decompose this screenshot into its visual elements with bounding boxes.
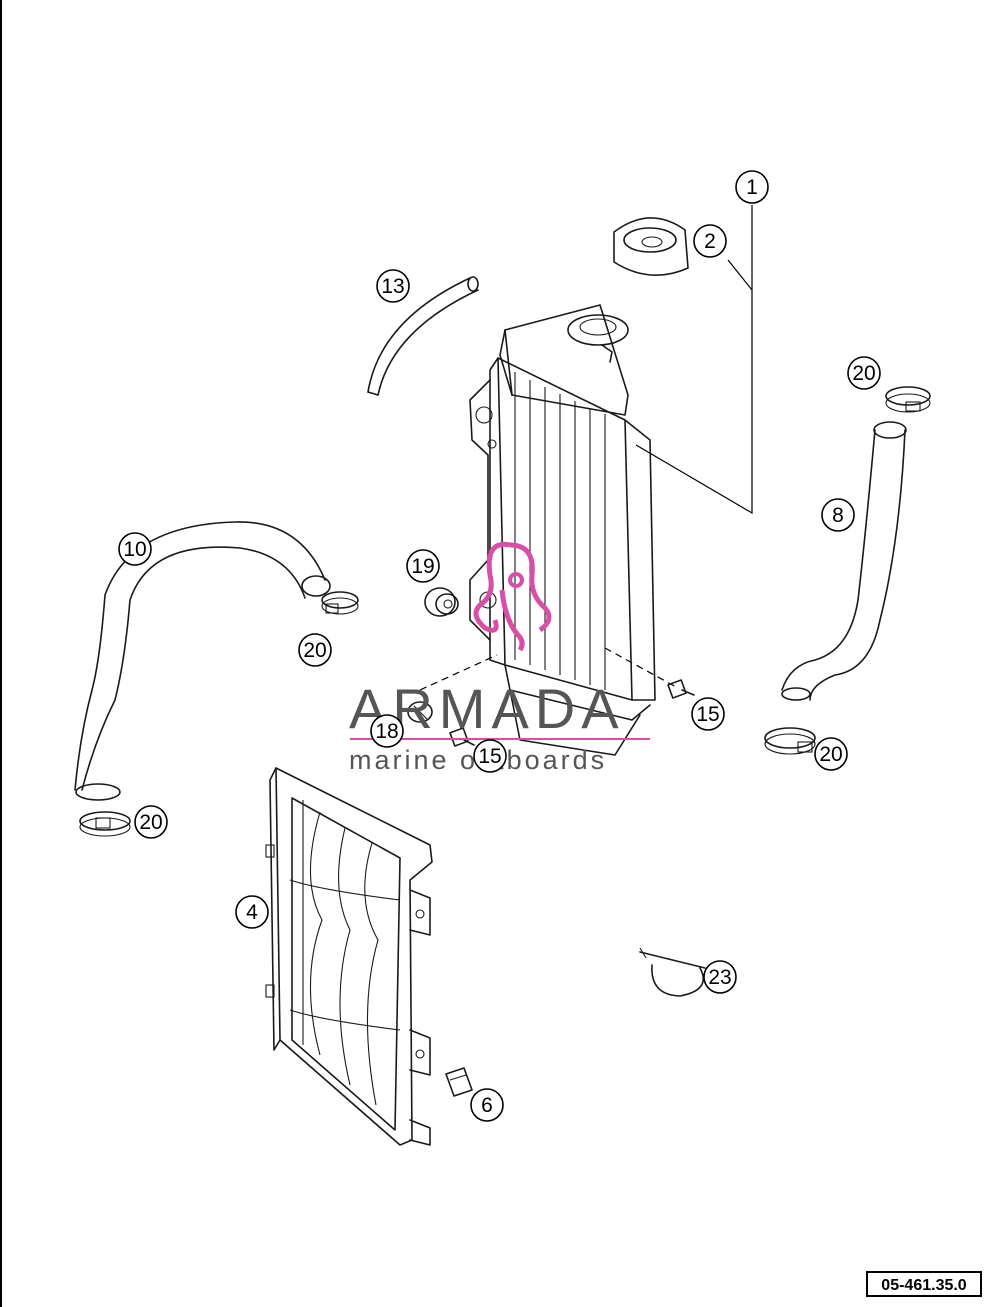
callout-number: 1 — [746, 176, 758, 199]
callout-19: 19 — [406, 549, 440, 583]
overflow-hose — [367, 276, 479, 396]
callout-circle — [847, 356, 881, 390]
clip — [445, 1067, 473, 1097]
callout-number: 23 — [708, 966, 731, 989]
callout-number: 10 — [123, 538, 146, 561]
callout-circle — [376, 269, 410, 303]
radiator-guard — [265, 767, 433, 1146]
clamp-top-right — [885, 386, 931, 413]
callout-4: 4 — [235, 895, 269, 929]
callout-number: 13 — [381, 275, 404, 298]
hose-clamps — [79, 386, 931, 837]
clamp-lower-right — [764, 727, 816, 755]
callout-number: 20 — [139, 811, 162, 834]
callout-20: 20 — [134, 805, 168, 839]
callout-circle — [298, 633, 332, 667]
callout-20: 20 — [847, 356, 881, 390]
callout-number: 4 — [246, 901, 258, 924]
page-left-border — [0, 0, 2, 1307]
hose-right — [781, 421, 907, 701]
leader-lines — [419, 205, 753, 691]
callout-circle — [821, 498, 855, 532]
callout-number: 15 — [696, 703, 719, 726]
callout-23: 23 — [703, 960, 737, 994]
bush — [407, 701, 433, 723]
radiator — [469, 304, 656, 756]
bolt-right — [667, 679, 695, 699]
fasteners — [407, 679, 695, 747]
callout-number: 19 — [411, 555, 434, 578]
callout-circle — [406, 549, 440, 583]
octopus-logo-icon — [473, 541, 552, 652]
callout-circle — [118, 532, 152, 566]
callout-number: 2 — [704, 230, 716, 253]
callout-number: 6 — [481, 1094, 493, 1117]
callout-number: 8 — [832, 504, 844, 527]
callout-number: 20 — [303, 639, 326, 662]
leader-radiator — [635, 205, 753, 515]
callout-circle — [691, 697, 725, 731]
callout-circle — [814, 737, 848, 771]
callout-10: 10 — [118, 532, 152, 566]
callout-1: 1 — [735, 170, 769, 204]
drawing-reference-code: 05-461.35.0 — [866, 1271, 982, 1297]
callout-circle — [370, 714, 404, 748]
callout-18: 18 — [370, 714, 404, 748]
dash-line-right — [604, 647, 679, 689]
callout-circle — [235, 895, 269, 929]
part-callouts: 1 2 13 20 8 10 19 20 15 18 15 20 20 4 23 6 — [118, 170, 881, 1122]
hose-left — [74, 521, 331, 801]
callout-number: 20 — [852, 362, 875, 385]
callout-2: 2 — [693, 224, 727, 258]
callout-20: 20 — [814, 737, 848, 771]
leader-cap — [727, 259, 753, 291]
grommet — [424, 587, 459, 617]
callout-8: 8 — [821, 498, 855, 532]
callout-13: 13 — [376, 269, 410, 303]
callout-15: 15 — [691, 697, 725, 731]
watermark: ARMADA marine outboards — [349, 541, 650, 775]
radiator-cap — [613, 217, 689, 277]
callout-number: 18 — [375, 720, 398, 743]
cable-tie — [639, 947, 706, 997]
dash-line-left — [419, 654, 498, 691]
callout-20: 20 — [298, 633, 332, 667]
callout-circle — [473, 739, 507, 773]
clamp-middle-left — [321, 591, 359, 615]
callout-6: 6 — [470, 1088, 504, 1122]
clamp-bottom-left — [79, 811, 131, 837]
callout-circle — [703, 960, 737, 994]
callout-number: 15 — [478, 745, 501, 768]
callout-number: 20 — [819, 743, 842, 766]
callout-circle — [134, 805, 168, 839]
callout-circle — [735, 170, 769, 204]
callout-circle — [693, 224, 727, 258]
callout-circle — [470, 1088, 504, 1122]
callout-15: 15 — [473, 739, 507, 773]
